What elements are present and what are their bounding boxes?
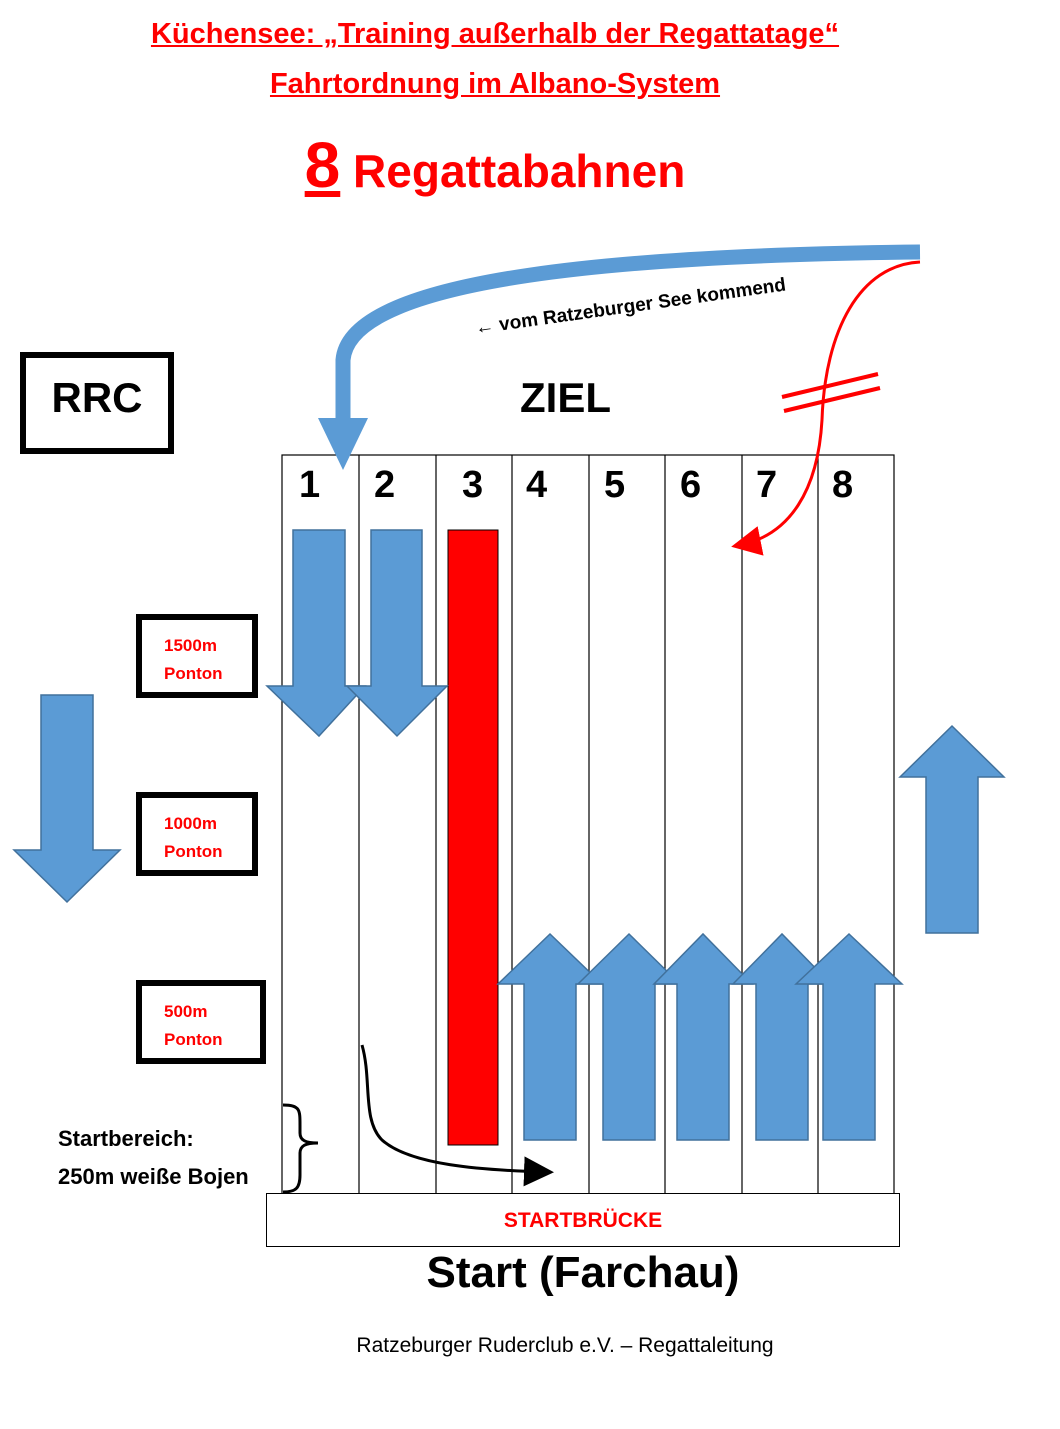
- ponton-1000-label: 1000m Ponton: [164, 810, 223, 866]
- ponton-1500-distance: 1500m: [164, 636, 217, 655]
- arrival-arrow-head: [318, 418, 368, 470]
- start-label: Start (Farchau): [426, 1248, 740, 1297]
- lane-4-up-arrow: [496, 932, 604, 1141]
- lane-dividers: [358, 455, 819, 1195]
- lane-8-up-arrow: [794, 932, 904, 1141]
- headline-text: Regattabahnen: [353, 145, 686, 197]
- ponton-500-box: [136, 980, 266, 1064]
- club-label: RRC: [51, 374, 143, 421]
- lane-number-7: 7: [756, 464, 778, 506]
- ponton-1000-name: Ponton: [164, 842, 223, 861]
- footer: Ratzeburger Ruderclub e.V. – Regattaleit…: [356, 1334, 774, 1357]
- start-area-brace: [282, 1103, 319, 1194]
- start-area-line-2: 250m weiße Bojen: [58, 1164, 249, 1189]
- turn-arrow: [360, 1044, 554, 1187]
- ponton-1500-name: Ponton: [164, 664, 223, 683]
- arrival-label: ← vom Ratzeburger See kommend: [474, 275, 787, 339]
- lane-2-down-arrow: [345, 529, 449, 738]
- ponton-1500-box: [136, 614, 258, 698]
- ponton-500-distance: 500m: [164, 1002, 208, 1021]
- start-bridge-box: [266, 1193, 900, 1247]
- title-line-1: Küchensee: „Training außerhalb der Regat…: [150, 18, 840, 50]
- right-up-arrow: [898, 724, 1006, 934]
- ponton-500-name: Ponton: [164, 1030, 223, 1049]
- start-area-line-1: Startbereich:: [58, 1126, 194, 1151]
- title-line-2: Fahrtordnung im Albano-System: [269, 68, 721, 100]
- arrival-curve-arrow: [335, 244, 921, 418]
- lane-1-down-arrow: [265, 529, 367, 738]
- forbidden-marks: [781, 372, 881, 413]
- lane-number-3: 3: [462, 464, 484, 506]
- finish-label: ZIEL: [520, 374, 611, 421]
- lane-number-6: 6: [680, 464, 702, 506]
- lane-number-5: 5: [604, 464, 626, 506]
- lane-6-up-arrow: [652, 932, 754, 1141]
- ponton-1000-box: [136, 792, 258, 876]
- lane-5-up-arrow: [576, 932, 682, 1141]
- lane-number-2: 2: [374, 464, 396, 506]
- lane-number-1: 1: [299, 464, 321, 506]
- forbidden-path-arrow: [731, 260, 921, 556]
- ponton-500-label: 500m Ponton: [164, 998, 223, 1054]
- ponton-1500-label: 1500m Ponton: [164, 632, 223, 688]
- lane-count: 8: [304, 129, 341, 201]
- lane-7-up-arrow: [731, 932, 833, 1141]
- lane-number-8: 8: [832, 464, 854, 506]
- start-area-label: Startbereich: 250m weiße Bojen: [58, 1120, 249, 1196]
- left-down-arrow: [12, 694, 122, 904]
- lane-number-4: 4: [526, 464, 548, 506]
- lane-3-blocked: [447, 529, 499, 1146]
- club-box: [20, 352, 174, 454]
- headline: 8 Regattabahnen: [0, 128, 990, 202]
- start-bridge-label: STARTBRÜCKE: [503, 1209, 663, 1232]
- ponton-1000-distance: 1000m: [164, 814, 217, 833]
